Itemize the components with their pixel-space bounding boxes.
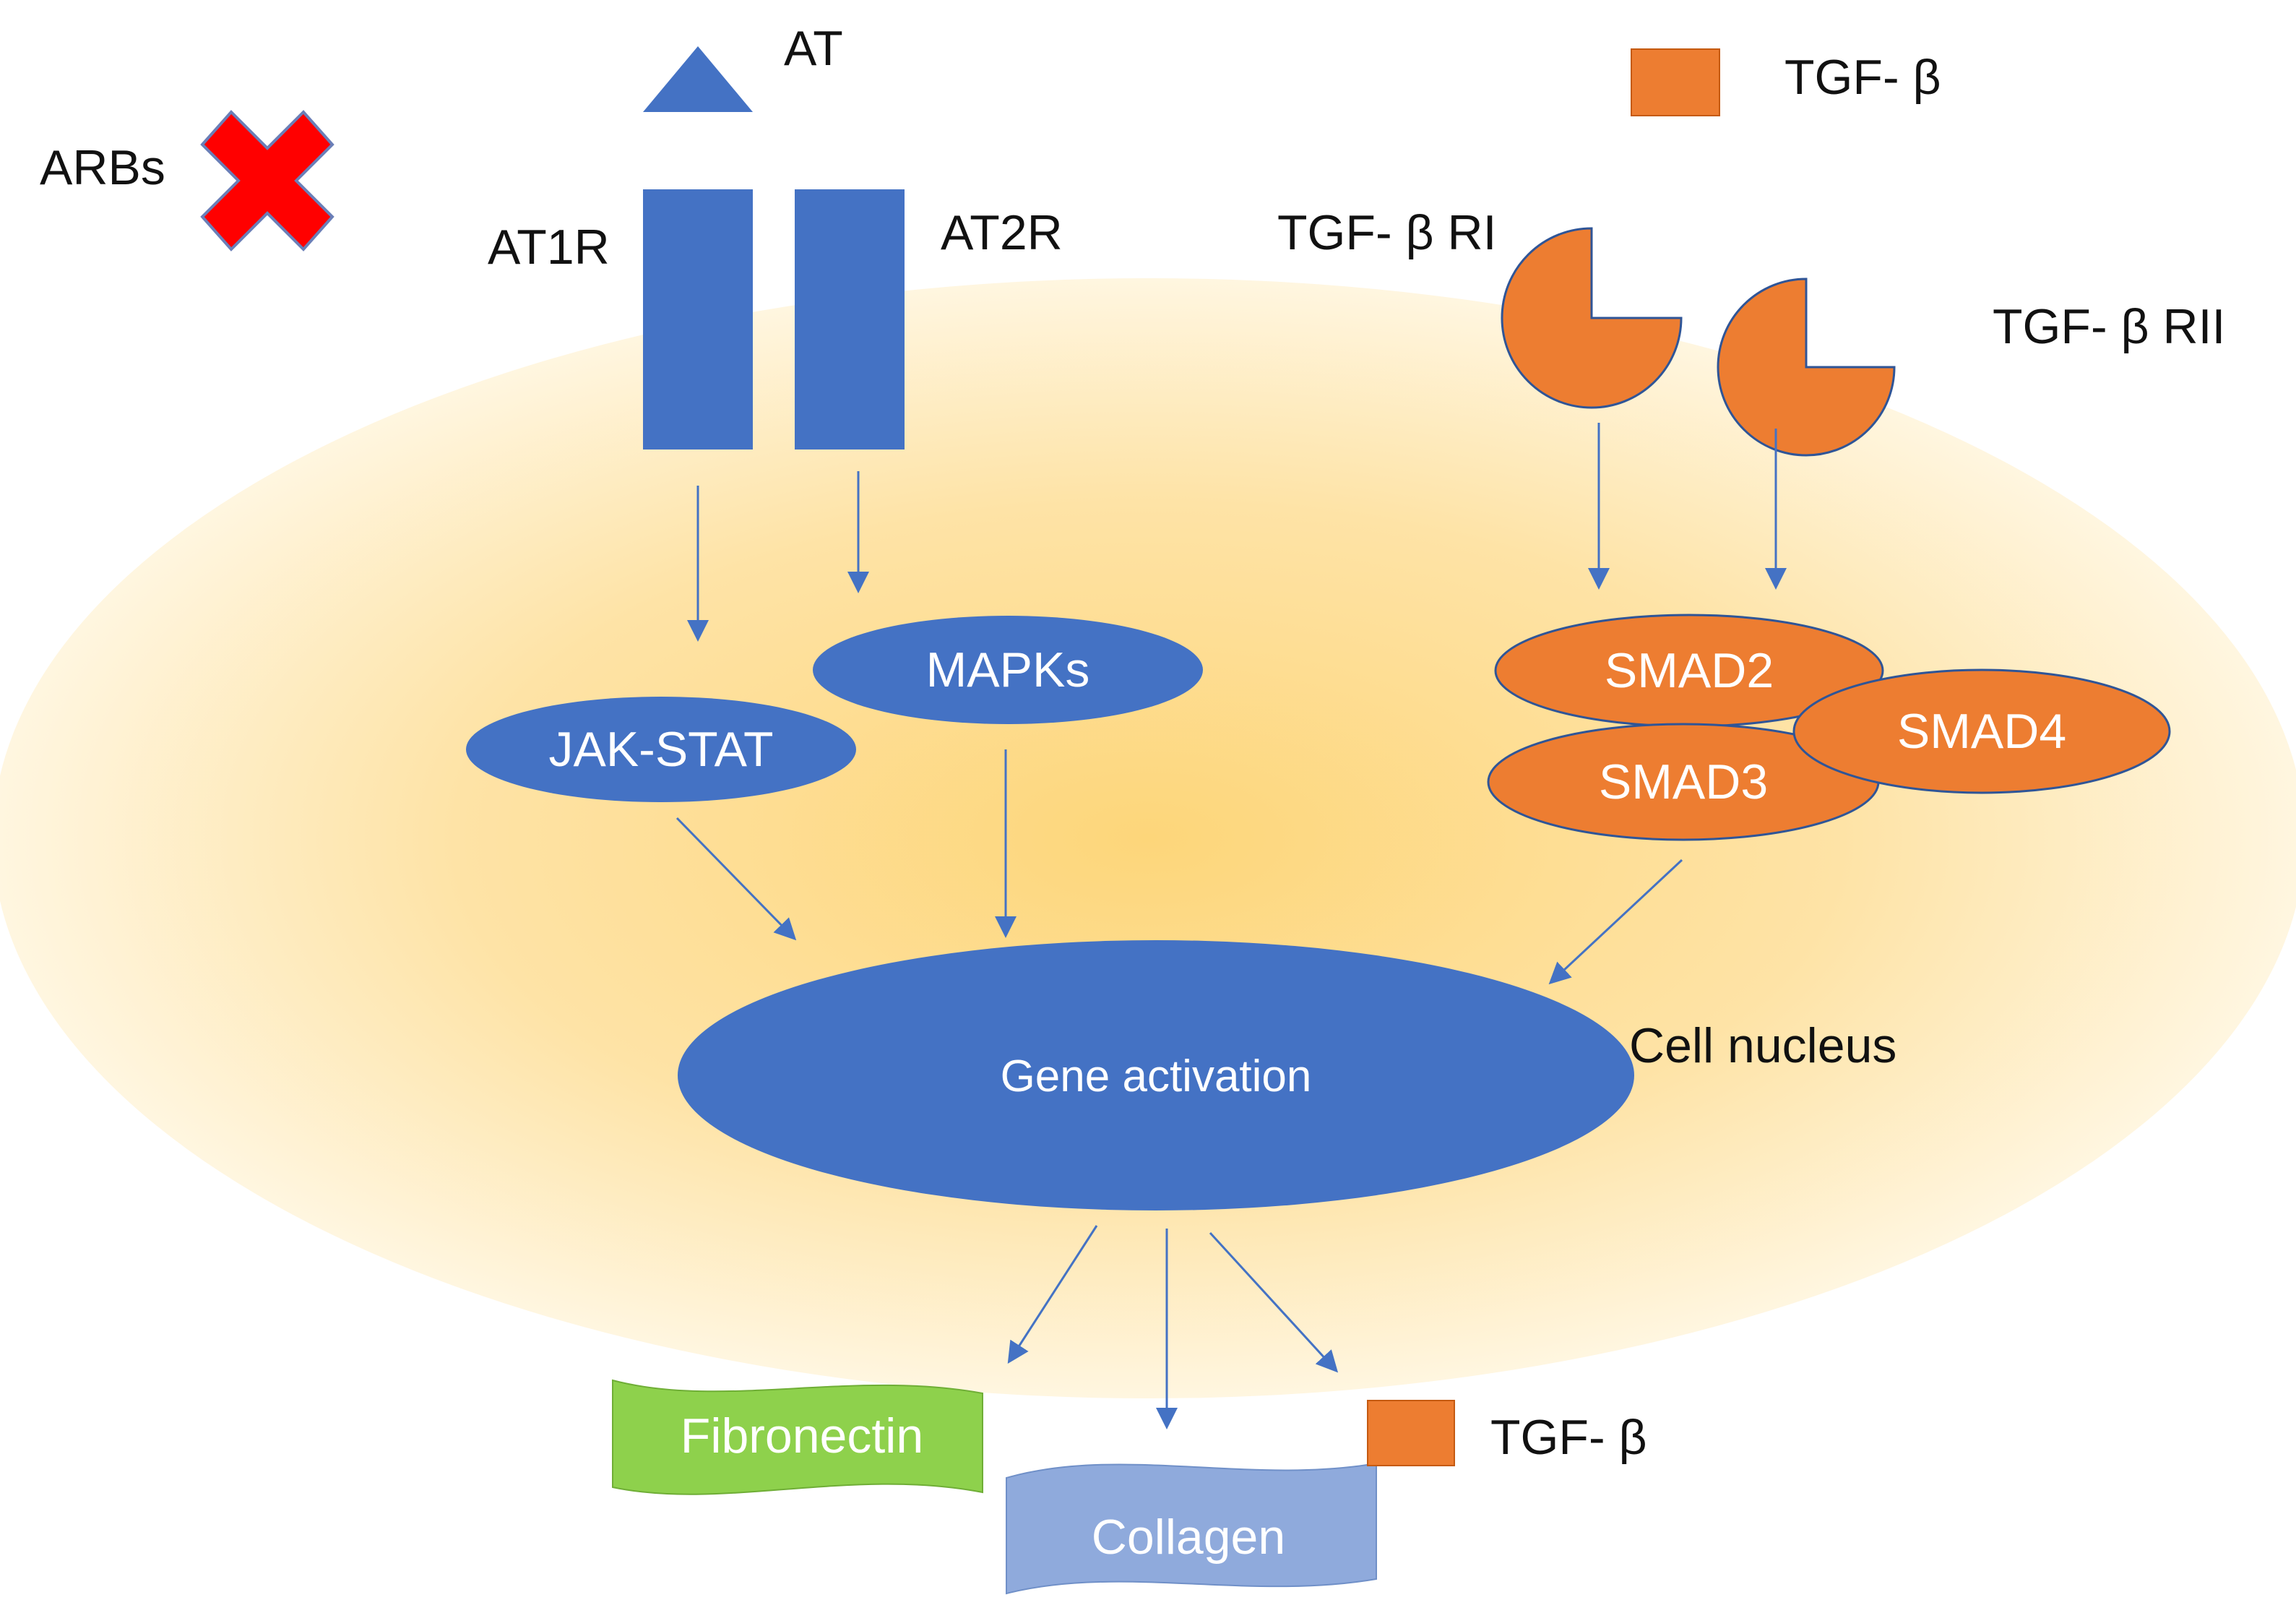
tgf-beta-legend-label: TGF- β xyxy=(1784,50,1941,105)
arrow-gene-to-fibronectin xyxy=(1007,1225,1098,1364)
tgf-beta-output-square-icon xyxy=(1367,1400,1455,1466)
jak-stat-label: JAK-STAT xyxy=(548,722,773,777)
cell-nucleus-label: Cell nucleus xyxy=(1629,1018,1896,1073)
square-icon xyxy=(1631,48,1720,116)
at1r-receptor xyxy=(643,189,753,450)
tgf-beta-ri-receptor xyxy=(1501,227,1683,409)
arrow-smad-to-gene xyxy=(1548,859,1683,985)
cell-body xyxy=(0,278,2296,1398)
at-label: AT xyxy=(784,21,843,76)
fibronectin-banner xyxy=(612,1379,983,1495)
tgf-beta-rii-label: TGF- β RII xyxy=(1993,299,2225,354)
tgf-beta-output-label: TGF- β xyxy=(1490,1410,1647,1465)
collagen-label: Collagen xyxy=(1092,1510,1285,1565)
red-x-cross-icon xyxy=(200,110,335,251)
tgf-beta-ri-label: TGF- β RI xyxy=(1277,205,1497,260)
smad3-label: SMAD3 xyxy=(1599,754,1768,809)
at2r-receptor xyxy=(795,189,905,450)
tgf-beta-rii-receptor xyxy=(1717,278,1896,457)
smad4-node xyxy=(1792,668,2171,794)
cell-nucleus xyxy=(678,940,1634,1210)
at1r-label: AT1R xyxy=(488,220,610,275)
arrow-jakstat-to-gene xyxy=(676,817,797,941)
smad2-label: SMAD2 xyxy=(1605,643,1774,698)
arrow-gene-to-tgf xyxy=(1209,1231,1339,1373)
collagen-banner xyxy=(1006,1462,1377,1595)
arbs-label: ARBs xyxy=(40,140,165,195)
gene-activation-label: Gene activation xyxy=(1001,1051,1312,1101)
mapks-label: MAPKs xyxy=(926,642,1090,697)
mapks-node xyxy=(813,616,1203,724)
smad4-label: SMAD4 xyxy=(1897,704,2066,759)
triangle-icon xyxy=(643,46,753,112)
fibronectin-label: Fibronectin xyxy=(681,1408,923,1463)
pathway-arrows xyxy=(676,423,1787,1429)
at2r-label: AT2R xyxy=(941,205,1063,260)
jak-stat-node xyxy=(466,697,856,802)
